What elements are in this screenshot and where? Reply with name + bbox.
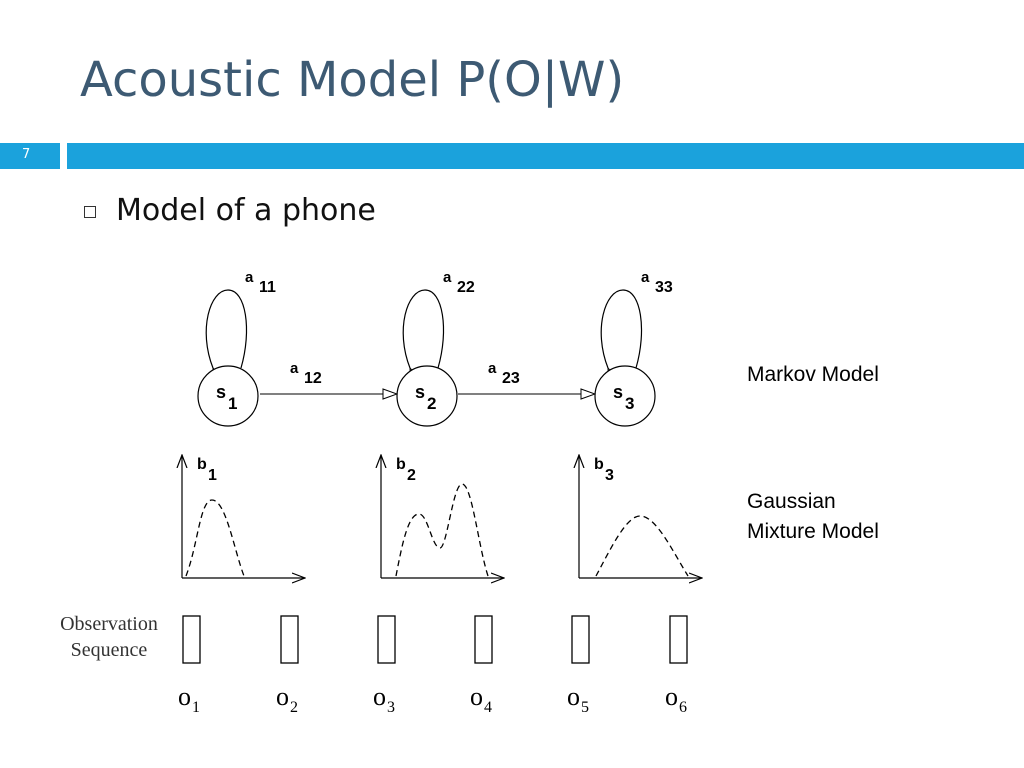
emission-plot-1: b 1 bbox=[182, 455, 305, 578]
observation-letter: o bbox=[276, 682, 289, 711]
transition-label-letter: a bbox=[290, 360, 299, 377]
observation-6: o 6 bbox=[665, 615, 688, 716]
emission-letter: b bbox=[197, 456, 207, 473]
transition-label-1-2: a 12 bbox=[290, 360, 322, 387]
observation-label-line1: Observation bbox=[60, 613, 158, 635]
self-loop-label-3: a 33 bbox=[641, 269, 673, 296]
state-3: s 3 bbox=[594, 365, 656, 427]
gmm-label-line1: Gaussian bbox=[747, 490, 836, 513]
state-2: s 2 bbox=[396, 365, 458, 427]
slide-number: 7 bbox=[0, 143, 60, 169]
loop-label-index: 33 bbox=[655, 279, 673, 296]
loop-label-letter: a bbox=[245, 269, 254, 286]
state-letter: s bbox=[216, 382, 226, 402]
observation-box bbox=[669, 615, 688, 664]
emission-plot-2: b 2 bbox=[381, 455, 504, 578]
observation-1: o 1 bbox=[178, 615, 201, 716]
self-loop-2 bbox=[402, 289, 445, 368]
observation-label-line2: Sequence bbox=[70, 639, 148, 661]
self-loop-1 bbox=[205, 289, 248, 368]
emission-plot-3: b 3 bbox=[579, 455, 702, 578]
observation-letter: o bbox=[470, 682, 483, 711]
observation-index: 5 bbox=[581, 699, 589, 716]
state-index: 1 bbox=[228, 394, 237, 413]
observation-sequence-label: Observation Sequence bbox=[44, 611, 174, 663]
transition-label-2-3: a 23 bbox=[488, 360, 520, 387]
transition-label-index: 23 bbox=[502, 370, 520, 387]
loop-label-letter: a bbox=[443, 269, 452, 286]
state-letter: s bbox=[415, 382, 425, 402]
emission-index: 1 bbox=[208, 467, 217, 484]
loop-label-index: 22 bbox=[457, 279, 475, 296]
state-index: 3 bbox=[625, 394, 634, 413]
loop-label-letter: a bbox=[641, 269, 650, 286]
observation-letter: o bbox=[665, 682, 678, 711]
title-accent-band bbox=[67, 143, 1024, 169]
observation-2: o 2 bbox=[276, 615, 299, 716]
observation-4: o 4 bbox=[470, 615, 493, 716]
observation-box bbox=[182, 615, 201, 664]
state-1: s 1 bbox=[197, 365, 259, 427]
self-loop-3 bbox=[600, 289, 643, 368]
observation-box bbox=[280, 615, 299, 664]
observation-index: 3 bbox=[387, 699, 395, 716]
observation-index: 2 bbox=[290, 699, 298, 716]
self-loop-label-1: a 11 bbox=[245, 269, 276, 296]
observation-box bbox=[377, 615, 396, 664]
density-curve bbox=[595, 515, 689, 577]
state-index: 2 bbox=[427, 394, 436, 413]
density-curve bbox=[185, 499, 245, 577]
observation-letter: o bbox=[567, 682, 580, 711]
observation-letter: o bbox=[178, 682, 191, 711]
observation-box bbox=[571, 615, 590, 664]
density-curve bbox=[395, 483, 489, 577]
markov-model-label: Markov Model bbox=[747, 363, 879, 386]
emission-letter: b bbox=[396, 456, 406, 473]
observation-3: o 3 bbox=[373, 615, 396, 716]
transition-label-letter: a bbox=[488, 360, 497, 377]
bullet-square-icon bbox=[84, 206, 96, 218]
gmm-label-line2: Mixture Model bbox=[747, 520, 879, 543]
transition-label-index: 12 bbox=[304, 370, 322, 387]
emission-letter: b bbox=[594, 456, 604, 473]
slide-title: Acoustic Model P(O|W) bbox=[80, 52, 625, 108]
loop-label-index: 11 bbox=[259, 279, 276, 296]
observation-box bbox=[474, 615, 493, 664]
state-letter: s bbox=[613, 382, 623, 402]
bullet-text: Model of a phone bbox=[116, 193, 376, 228]
self-loop-label-2: a 22 bbox=[443, 269, 475, 296]
emission-index: 3 bbox=[605, 467, 614, 484]
observation-letter: o bbox=[373, 682, 386, 711]
observation-5: o 5 bbox=[567, 615, 590, 716]
observation-index: 6 bbox=[679, 699, 687, 716]
emission-index: 2 bbox=[407, 467, 416, 484]
observation-index: 4 bbox=[484, 699, 492, 716]
observation-index: 1 bbox=[192, 699, 200, 716]
